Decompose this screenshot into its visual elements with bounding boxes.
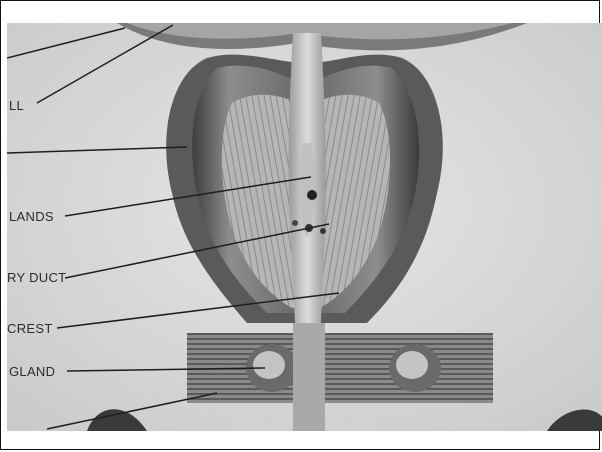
anatomy-illustration: LL LANDS RY DUCT CREST GLAND: [7, 23, 602, 431]
label-glands: LANDS: [9, 209, 54, 224]
label-wall: LL: [9, 98, 24, 113]
prostate-diagram: [7, 23, 602, 431]
label-gland: GLAND: [9, 364, 55, 379]
label-crest: CREST: [7, 321, 53, 336]
label-duct: RY DUCT: [7, 270, 66, 285]
